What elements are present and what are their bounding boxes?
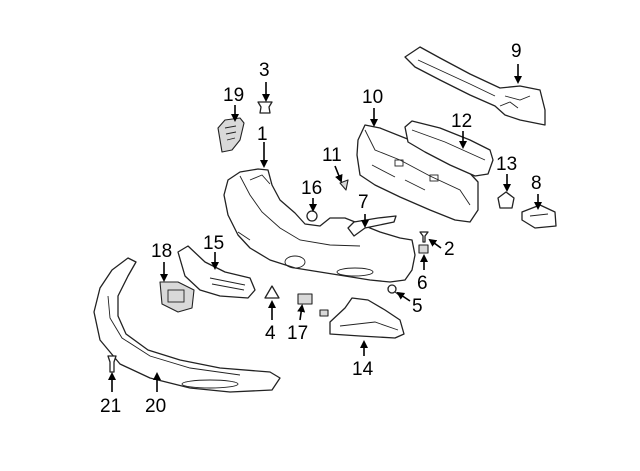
callout-7: 7: [358, 192, 369, 213]
callout-16: 16: [301, 178, 322, 199]
callout-19: 19: [223, 85, 244, 106]
callout-4: 4: [265, 323, 276, 344]
callout-15: 15: [203, 233, 224, 254]
callout-2: 2: [444, 239, 455, 260]
part-14-lower-deflector: [329, 297, 405, 339]
part-2-screw: [419, 231, 429, 243]
callout-12: 12: [451, 111, 472, 132]
callout-8: 8: [531, 173, 542, 194]
callout-10: 10: [362, 87, 383, 108]
callout-3: 3: [259, 60, 270, 81]
part-1-bumper-cover: [223, 168, 416, 283]
part-10-energy-absorber: [356, 124, 479, 223]
callout-labels: 1 2 3 4 5 6 7 8 9 10 11 12 13 14 15 16 1…: [100, 41, 542, 417]
part-5-bolt: [387, 284, 401, 297]
part-4-pin-clip: [264, 285, 280, 299]
part-21-screw: [107, 355, 117, 373]
part-18-lamp-bracket: [159, 281, 195, 313]
part-3-push-clip: [257, 101, 273, 114]
callout-20: 20: [145, 396, 166, 417]
part-16-clip-nut: [306, 210, 318, 222]
part-17-fastener: [297, 293, 329, 317]
leader-lines: [108, 64, 542, 392]
callout-9: 9: [511, 41, 522, 62]
part-15-deflector: [177, 245, 256, 299]
callout-6: 6: [417, 273, 428, 294]
callout-5: 5: [412, 296, 423, 317]
callout-17: 17: [287, 323, 308, 344]
part-11-retainer: [339, 179, 349, 191]
part-12-impact-bar: [404, 120, 494, 177]
callout-21: 21: [100, 396, 121, 417]
part-8-mounting-bracket: [521, 204, 557, 229]
part-9-upper-bracket: [404, 46, 546, 126]
callout-18: 18: [151, 241, 172, 262]
callout-1: 1: [257, 124, 268, 145]
part-20-front-valance: [93, 257, 281, 393]
callout-13: 13: [496, 154, 517, 175]
part-13-small-bracket: [497, 191, 515, 209]
part-6-nut: [418, 244, 429, 254]
part-7-side-bracket: [347, 215, 397, 237]
part-19-bracket-plate: [217, 117, 245, 153]
callout-11: 11: [322, 145, 342, 166]
callout-14: 14: [352, 359, 374, 380]
